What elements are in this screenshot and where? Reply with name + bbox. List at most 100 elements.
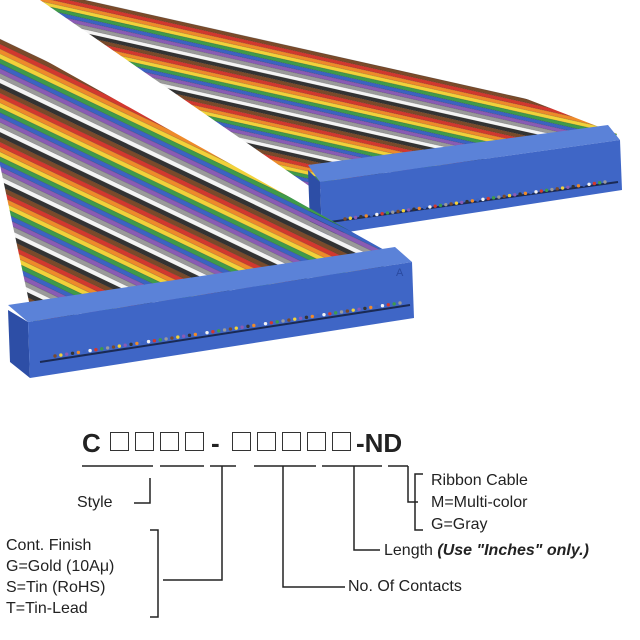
wire-stripe xyxy=(0,42,395,258)
wire-shadow xyxy=(0,42,395,253)
contact-dot xyxy=(205,330,209,335)
style-box-1 xyxy=(110,432,129,451)
contact-dot xyxy=(412,207,416,211)
contact-dot xyxy=(502,194,506,199)
wire-stripe xyxy=(40,0,618,134)
contact-dot xyxy=(534,190,538,194)
contact-dot xyxy=(217,329,221,333)
contact-dot xyxy=(343,217,347,221)
wire-stripe xyxy=(0,38,395,253)
wire-stripe xyxy=(40,35,610,169)
contact-dot xyxy=(222,328,227,332)
contact-dot xyxy=(111,345,116,349)
contact-dot xyxy=(380,212,384,216)
contact-dot xyxy=(391,210,395,214)
contact-dot xyxy=(555,187,559,191)
contact-dot xyxy=(351,308,355,312)
contact-dot xyxy=(170,336,174,340)
contact-dot xyxy=(481,197,485,202)
contact-dot xyxy=(592,181,597,186)
contact-dot xyxy=(597,181,602,185)
wire-stripe xyxy=(40,7,617,141)
wire-stripe xyxy=(0,96,386,312)
contact-dot xyxy=(211,330,215,334)
contact-dot xyxy=(566,185,570,189)
contact-dot xyxy=(345,309,350,313)
contact-dot xyxy=(375,212,379,217)
contact-dot xyxy=(193,332,198,337)
wire-stripe xyxy=(0,173,372,330)
contact-dot xyxy=(470,199,475,203)
length-label: Length xyxy=(384,542,433,559)
contact-dot xyxy=(152,339,157,343)
contact-dot xyxy=(603,180,607,184)
contact-dot xyxy=(257,322,262,327)
wire-shadow xyxy=(40,28,612,159)
finish-title: Cont. Finish xyxy=(6,537,92,554)
wire-shadow xyxy=(40,3,617,135)
contact-dot xyxy=(353,215,358,220)
contact-dot xyxy=(339,310,344,314)
wire-stripe xyxy=(0,69,391,285)
wire-shadow xyxy=(40,7,617,138)
wire-stripe xyxy=(40,10,616,145)
wire-shadow xyxy=(40,17,614,149)
contact-dot xyxy=(357,307,361,311)
part-number: C - -ND xyxy=(0,428,640,464)
contact-dot xyxy=(438,203,443,208)
contact-dot xyxy=(587,182,591,186)
wire-stripe xyxy=(0,78,390,294)
wire-shadow xyxy=(0,73,391,285)
contact-dot xyxy=(460,200,464,205)
contact-dot xyxy=(507,193,512,198)
contact-dot xyxy=(497,195,501,199)
wire-stripe xyxy=(0,227,362,330)
ribbon-multicolor: M=Multi-color xyxy=(431,494,528,511)
contact-dot xyxy=(129,342,133,347)
contact-dot xyxy=(417,206,421,211)
contact-dot xyxy=(422,205,427,210)
ribbon-gray: G=Gray xyxy=(431,516,488,533)
contact-dot xyxy=(88,348,92,353)
contact-dot xyxy=(117,344,122,348)
wire-shadow xyxy=(0,64,392,276)
length-box-2 xyxy=(307,432,326,451)
wire-shadow xyxy=(40,0,620,124)
wire-shadow xyxy=(0,60,393,271)
contact-dot xyxy=(444,202,448,207)
upper-idc-connector xyxy=(308,125,622,236)
contact-dot xyxy=(396,209,400,214)
contact-dot xyxy=(240,325,244,329)
contact-dot xyxy=(359,215,363,219)
length-label-row: Length (Use "Inches" only.) xyxy=(384,540,589,561)
style-box-2 xyxy=(135,432,154,451)
contact-dot xyxy=(385,211,390,215)
wire-stripe xyxy=(0,87,388,303)
contact-dot xyxy=(386,303,391,307)
contact-dot xyxy=(550,187,554,192)
part-dash: - xyxy=(211,428,220,458)
wire-stripe xyxy=(40,38,609,173)
contact-dot xyxy=(544,188,549,193)
length-box-1 xyxy=(282,432,301,451)
contact-dot xyxy=(228,327,233,331)
contact-dot xyxy=(246,324,250,329)
wire-stripe xyxy=(40,31,611,166)
contact-dot xyxy=(316,313,320,318)
contact-dot xyxy=(141,340,145,345)
contact-dot xyxy=(298,316,303,320)
wire-stripe xyxy=(40,0,619,131)
contact-dot xyxy=(518,192,522,196)
wire-shadow xyxy=(0,78,390,289)
contact-dot xyxy=(529,190,533,195)
contact-dot xyxy=(454,201,459,205)
contacts-label: No. Of Contacts xyxy=(348,578,462,595)
contact-dot xyxy=(582,183,586,187)
finish-box xyxy=(160,432,179,451)
wire-stripe xyxy=(0,74,391,289)
wire-stripe xyxy=(0,92,387,307)
part-suffix: -ND xyxy=(356,428,403,458)
wire-stripe xyxy=(40,21,613,155)
contact-dot xyxy=(176,335,180,339)
contact-dot xyxy=(146,339,151,344)
